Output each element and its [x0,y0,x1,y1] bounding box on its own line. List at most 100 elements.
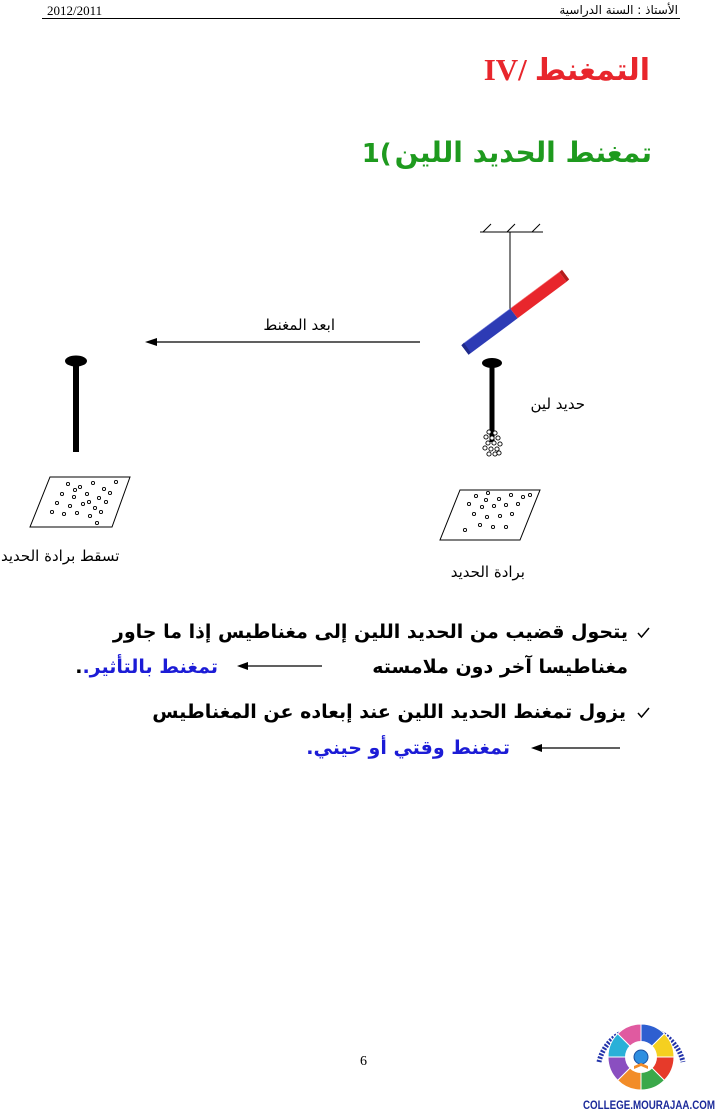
section-number: IV/ [483,52,527,87]
iron-filings-label: برادة الحديد [450,563,525,581]
remove-magnet-arrow-icon [145,338,420,346]
iron-filing [54,500,60,506]
soft-iron-nail-icon [482,358,503,457]
iron-filing [503,502,509,508]
iron-filing [98,509,104,515]
iron-filing [483,497,489,503]
iron-filing [486,451,492,457]
statement-1-line-1: يتحول قضيب من الحديد اللين إلى مغناطيس إ… [112,621,628,643]
result-arrow-icon [531,744,620,752]
filings-paper-right [439,489,541,541]
check-icon [637,707,650,719]
iron-filing [90,480,96,486]
subsection-title: 1( تمغنط الحديد اللين [362,133,652,173]
nail-rod [73,362,79,452]
iron-filing [72,487,78,493]
magnet-south-pole [461,308,518,355]
statement-2-line-1: يزول تمغنط الحديد اللين عند إبعاده عن ال… [152,701,626,723]
iron-filing [77,484,83,490]
iron-filing [67,503,73,509]
iron-filing [113,479,119,485]
iron-filing [497,441,503,447]
page-number: 6 [360,1054,367,1069]
statement-2-result: تمغنط وقتي أو حيني. [306,737,510,759]
subsection-number: 1( [361,139,392,169]
iron-filings-right [462,490,533,533]
iron-filing [101,486,107,492]
iron-filing [462,527,468,533]
iron-filing [466,501,472,507]
magnet-support [480,223,543,233]
iron-filing [486,429,492,435]
iron-filing [471,511,477,517]
attached-iron-filings [482,429,503,457]
iron-filing [84,491,90,497]
iron-filing [87,513,93,519]
nail-head [482,358,502,368]
iron-filing [489,435,495,441]
iron-filing [473,493,479,499]
site-url: COLLEGE.MOURAJAA.COM [583,1098,715,1112]
iron-filing [92,505,98,511]
iron-filing [80,501,86,507]
iron-filing [485,490,491,496]
iron-filing [509,511,515,517]
site-logo: COLLEGE.MOURAJAA.COM [583,1023,715,1112]
section-title: IV/ التمغنط [484,50,650,90]
magnet-start-cap [461,342,471,355]
iron-filing [86,499,92,505]
teacher-label: الأستاذ : السنة الدراسية [559,3,678,17]
iron-filing [492,451,498,457]
iron-filing [74,510,80,516]
soft-iron-label: حديد لين [530,395,585,413]
subsection-title-text: تمغنط الحديد اللين [394,136,652,169]
check-icon [637,627,650,639]
filings-paper-left [29,476,131,528]
iron-filing [94,520,100,526]
result-arrow-icon [237,662,322,670]
magnet-end-cap [559,269,570,282]
book-icon [634,1063,648,1069]
iron-filing [477,522,483,528]
iron-filing [503,524,509,530]
iron-filing [515,501,521,507]
iron-filing [96,495,102,501]
iron-filing [483,434,489,440]
iron-filing [494,446,500,452]
iron-filing [496,496,502,502]
iron-filing [65,481,71,487]
statement-1-result-text: تمغنط بالتأثير. [82,656,218,678]
iron-filing [488,446,494,452]
nail-rod [489,364,495,442]
iron-filing [492,430,498,436]
bar-magnet-icon [461,269,570,355]
iron-filing [61,511,67,517]
iron-filing [491,440,497,446]
section-title-text: التمغنط [534,53,650,88]
released-nail-icon [65,355,87,452]
globe-icon [633,1049,649,1065]
remove-magnet-label: ابعد المغنط [263,316,335,334]
iron-filing [491,503,497,509]
magnet-north-top-face [510,269,562,309]
statement-1-result-end: . [75,656,83,678]
iron-filing [497,513,503,519]
iron-filing [71,494,77,500]
school-year: 2012/2011 [47,3,103,18]
iron-filing [479,504,485,510]
iron-filing [496,450,502,456]
iron-filing [490,524,496,530]
filings-fall-label: تسقط برادة الحديد [1,547,120,565]
statement-1-result: تمغنط بالتأثير.. [75,655,218,679]
iron-filing [59,491,65,497]
iron-filings-left [49,479,119,526]
statement-1-line-2: مغناطيسا آخر دون ملامسته [372,656,628,678]
iron-filing [495,435,501,441]
iron-filing [508,492,514,498]
iron-filing [520,494,526,500]
iron-filing [482,445,488,451]
iron-filing [484,514,490,520]
iron-filing [527,492,533,498]
